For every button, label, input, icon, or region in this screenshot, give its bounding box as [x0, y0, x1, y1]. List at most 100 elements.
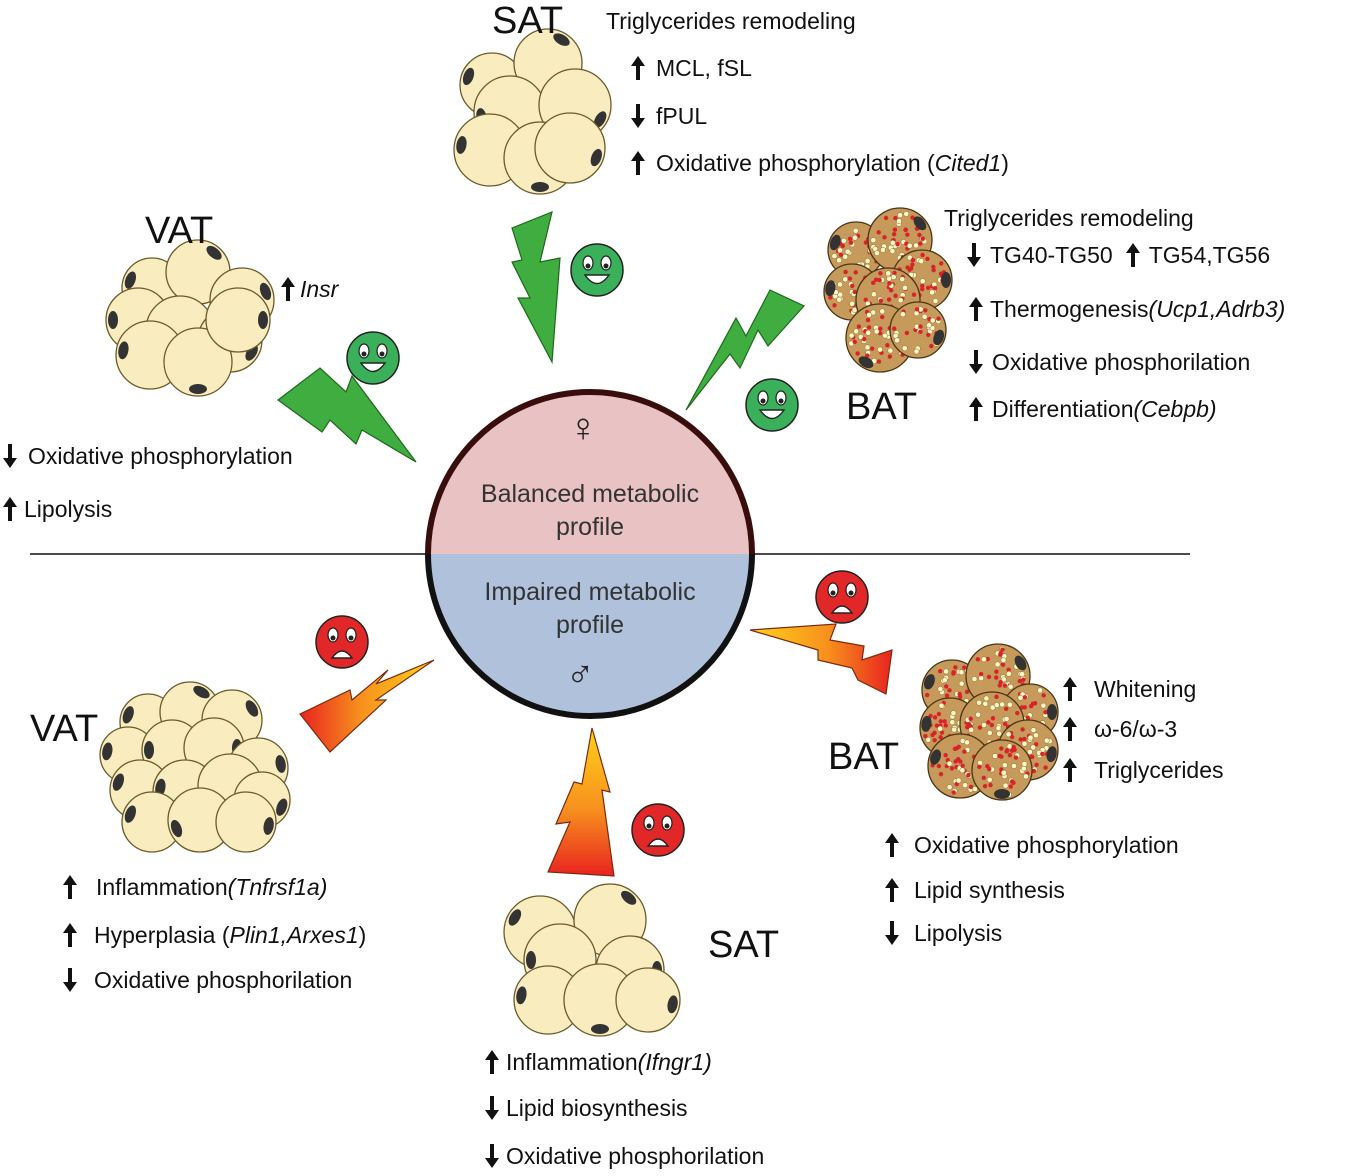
female-sat-item-3-after: ) [1001, 149, 1009, 176]
female-vat-gene-text: Insr [300, 275, 339, 302]
balanced-line-1: Balanced metabolic [480, 480, 700, 508]
male-half [428, 554, 752, 716]
impaired-line-1: Impaired metabolic [484, 578, 696, 606]
up-arrow-icon [1125, 243, 1140, 267]
up-arrow-icon [969, 297, 983, 321]
bolt-male-sat [547, 727, 615, 877]
female-bat-heading: Triglycerides remodeling [944, 205, 1194, 231]
male-bat-side-item-2-text: ω-6/ω-3 [1094, 715, 1178, 742]
female-bat-item-2: Oxidative phosphorilation [968, 349, 1250, 375]
female-sat-item-3: Oxidative phosphorylation (Cited1) [630, 150, 1009, 176]
male-bat-item-2: Lipid synthesis [884, 877, 1065, 903]
male-vat-item-2-after: ) [358, 921, 367, 948]
female-sat-heading: Triglycerides remodeling [606, 8, 856, 34]
down-arrow-icon [969, 350, 983, 374]
male-bat-item-3-text: Lipolysis [914, 919, 1003, 946]
female-sat-item-1-text: MCL, fSL [656, 54, 752, 81]
female-half [428, 392, 752, 554]
up-arrow-icon [885, 878, 899, 902]
female-vat-cell-cluster [105, 239, 275, 397]
happy-face-icon [346, 331, 400, 385]
male-vat-item-2-gene: Plin1,Arxes1 [229, 921, 359, 948]
female-vat-title: VAT [145, 210, 214, 252]
up-arrow-icon [63, 923, 77, 947]
down-arrow-icon [63, 968, 77, 992]
down-arrow-icon [885, 921, 899, 945]
female-sat-cell-cluster [453, 28, 612, 195]
male-vat-item-1-gene: (Tnfrsf1a) [227, 873, 328, 900]
female-sat-item-2: fPUL [630, 103, 707, 129]
female-bat-item-1-gene: (Ucp1,Adrb3) [1148, 295, 1286, 322]
female-sat-item-2-text: fPUL [656, 102, 708, 129]
up-arrow-icon [1063, 758, 1077, 782]
male-bat-item-1-text: Oxidative phosphorylation [914, 831, 1179, 858]
male-vat-item-1-text: Inflammation [96, 873, 228, 900]
bolt-female-sat [511, 211, 561, 365]
female-bat-item-1: Thermogenesis (Ucp1,Adrb3) [968, 296, 1285, 322]
impaired-line-2: profile [555, 610, 625, 639]
male-sat-item-3: Oxidative phosphorilation [484, 1143, 764, 1169]
female-sat-item-3-text: Oxidative phosphorylation ( [656, 149, 935, 176]
male-vat-title: VAT [30, 708, 99, 750]
up-arrow-icon [485, 1050, 499, 1074]
down-arrow-icon [967, 243, 981, 267]
male-bat-side-item-3: Triglycerides [1062, 757, 1224, 783]
up-arrow-icon [63, 875, 77, 899]
female-bat-item-1-text: Thermogenesis [990, 295, 1149, 322]
male-sat-title: SAT [708, 924, 780, 966]
female-sat-item-3-gene: Cited1 [934, 149, 1002, 176]
happy-face-icon [570, 243, 624, 297]
bolt-male-bat [749, 623, 893, 695]
up-arrow-icon [1063, 717, 1077, 741]
up-arrow-icon [969, 397, 983, 421]
male-bat-side-item-1: Whitening [1062, 676, 1196, 702]
female-sat-title: SAT [492, 0, 564, 42]
happy-face-icon [745, 378, 799, 432]
balanced-profile-label: Balanced metabolic profile [440, 478, 740, 543]
up-arrow-icon [631, 56, 645, 80]
up-arrow-icon [281, 277, 295, 301]
impaired-profile-label: Impaired metabolic profile [440, 576, 740, 641]
male-sat-item-2-text: Lipid biosynthesis [506, 1094, 688, 1121]
female-bat-item-3-text: Differentiation [992, 395, 1134, 422]
male-vat-item-3: Oxidative phosphorilation [62, 967, 352, 993]
bolt-female-vat [276, 367, 417, 463]
female-bat-title: BAT [846, 386, 918, 428]
male-vat-cell-cluster [99, 681, 291, 853]
male-vat-item-3-text: Oxidative phosphorilation [94, 966, 353, 993]
male-sat-item-1: Inflammation (Ifngr1) [484, 1049, 712, 1075]
male-bat-item-1: Oxidative phosphorylation [884, 832, 1179, 858]
up-arrow-icon [885, 833, 899, 857]
down-arrow-icon [485, 1144, 499, 1168]
female-vat-item-1-text: Oxidative phosphorylation [28, 442, 293, 469]
bolt-male-vat [299, 659, 435, 753]
balanced-line-2: profile [555, 512, 625, 541]
male-vat-item-2-text: Hyperplasia ( [94, 921, 230, 948]
male-vat-item-2: Hyperplasia (Plin1,Arxes1) [62, 922, 366, 948]
male-bat-side-item-3-text: Triglycerides [1094, 756, 1224, 783]
male-bat-item-3: Lipolysis [884, 920, 1002, 946]
male-sat-item-3-text: Oxidative phosphorilation [506, 1142, 765, 1169]
up-arrow-icon [3, 497, 17, 521]
female-bat-cell-cluster [823, 207, 953, 373]
up-arrow-icon [1063, 677, 1077, 701]
central-circle [425, 389, 755, 719]
male-sat-cell-cluster [503, 883, 681, 1037]
sad-face-icon [815, 570, 869, 624]
female-symbol: ♀ [568, 406, 598, 450]
male-bat-title: BAT [828, 736, 900, 778]
bolt-female-bat [685, 289, 805, 411]
male-vat-item-1: Inflammation (Tnfrsf1a) [62, 874, 327, 900]
male-bat-cell-cluster [919, 643, 1059, 801]
female-bat-item-3-gene: (Cebpb) [1133, 395, 1217, 422]
female-vat-item-2: Lipolysis [2, 496, 112, 522]
male-symbol: ♂ [566, 654, 595, 696]
male-sat-item-1-gene: (Ifngr1) [637, 1048, 712, 1075]
male-bat-side-item-1-text: Whitening [1094, 675, 1197, 702]
female-vat-item-2-text: Lipolysis [24, 495, 113, 522]
sad-face-icon [631, 803, 685, 857]
down-arrow-icon [485, 1096, 499, 1120]
female-sat-item-1: MCL, fSL [630, 55, 752, 81]
female-bat-tg-down: TG40-TG50 [990, 241, 1113, 268]
